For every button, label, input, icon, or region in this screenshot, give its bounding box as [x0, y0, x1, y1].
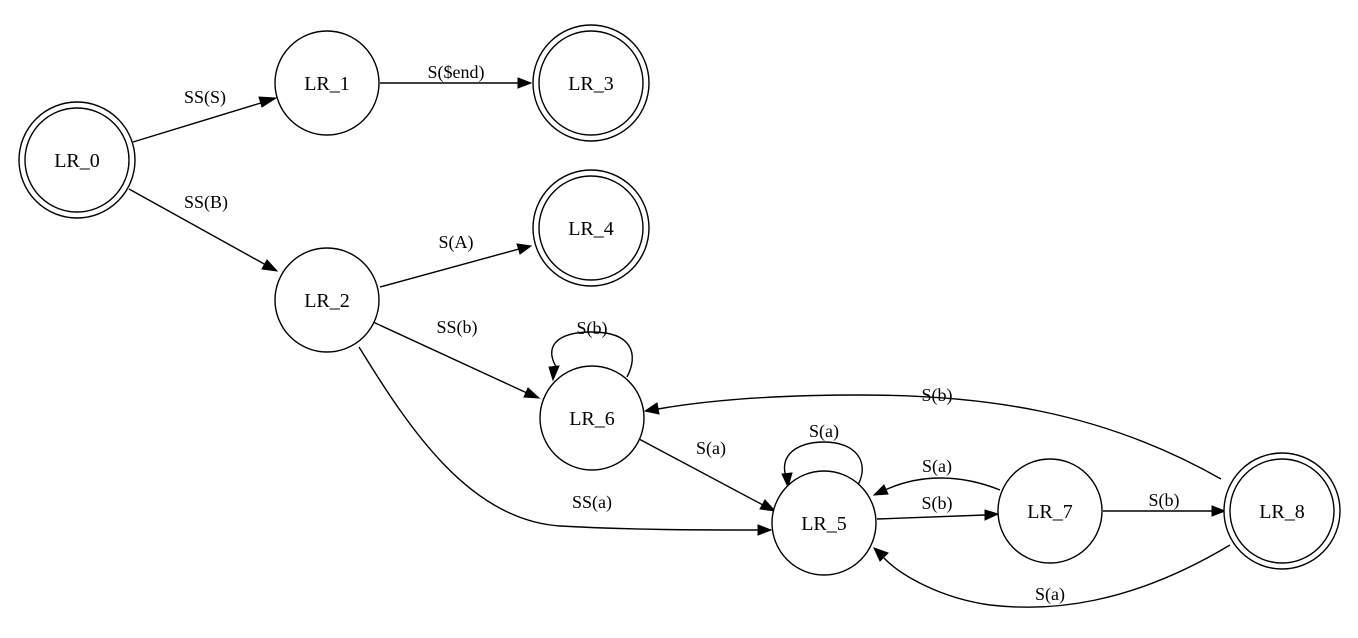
state-lr1: LR_1 [274, 30, 380, 136]
edge-lr8-lr5 [873, 544, 1231, 608]
state-label-lr4: LR_4 [568, 218, 614, 240]
state-label-lr7: LR_7 [1027, 501, 1073, 523]
edge-lr0-lr1 [132, 96, 278, 143]
edge-lr8-lr6 [643, 394, 1222, 480]
state-label-lr0: LR_0 [54, 150, 100, 172]
state-label-lr1: LR_1 [304, 73, 350, 95]
edge-lr7-lr5 [872, 477, 1001, 496]
state-lr7: LR_7 [997, 458, 1103, 564]
state-lr6: LR_6 [539, 365, 645, 471]
state-label-lr5: LR_5 [801, 513, 847, 535]
edge-label-lr5-self: S(a) [809, 421, 839, 442]
edge-label-lr7-lr8: S(b) [1149, 490, 1180, 511]
edge-label-lr2-lr6: SS(b) [436, 317, 477, 338]
edge-label-lr7-lr5: S(a) [922, 456, 952, 477]
edge-lr5-self [781, 441, 863, 489]
edge-lr7-lr8 [1103, 505, 1227, 517]
edge-lr6-lr5 [638, 438, 777, 512]
edge-lr2-lr5 [358, 346, 773, 536]
edge-lr6-self [548, 331, 633, 382]
edge-lr5-lr7 [876, 509, 1000, 521]
state-label-lr3: LR_3 [568, 73, 614, 95]
edge-lr1-lr3 [380, 77, 533, 89]
state-label-lr8: LR_8 [1259, 501, 1305, 523]
edge-label-lr5-lr7: S(b) [922, 493, 953, 514]
edge-label-lr0-lr1: SS(S) [184, 87, 226, 108]
edge-label-lr8-lr5: S(a) [1035, 584, 1065, 605]
edge-lr0-lr2 [128, 188, 279, 272]
edge-label-lr2-lr4: S(A) [439, 232, 474, 253]
edge-label-lr6-self: S(b) [577, 318, 608, 339]
edge-lr2-lr6 [372, 321, 541, 399]
edge-lr2-lr4 [379, 243, 533, 288]
state-lr8: LR_8 [1223, 452, 1341, 570]
state-lr0: LR_0 [18, 101, 136, 219]
state-lr5: LR_5 [771, 470, 877, 576]
edge-label-lr0-lr2: SS(B) [184, 192, 228, 213]
state-label-lr2: LR_2 [304, 290, 350, 312]
edge-label-lr2-lr5: SS(a) [572, 492, 612, 513]
edge-label-lr6-lr5: S(a) [696, 438, 726, 459]
state-label-lr6: LR_6 [569, 408, 615, 430]
state-lr3: LR_3 [532, 24, 650, 142]
state-lr2: LR_2 [274, 247, 380, 353]
edge-label-lr1-lr3: S($end) [428, 62, 485, 83]
edge-label-lr8-lr6: S(b) [922, 385, 953, 406]
state-lr4: LR_4 [532, 169, 650, 287]
